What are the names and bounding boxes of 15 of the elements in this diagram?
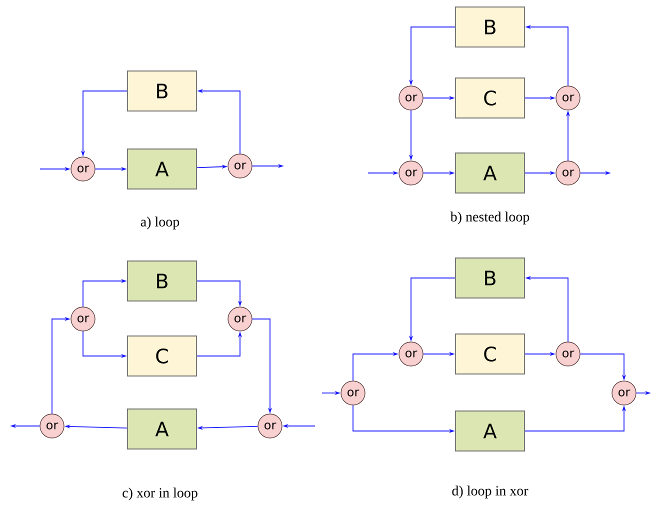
caption: a) loop — [140, 216, 180, 230]
caption: b) nested loop — [450, 212, 530, 224]
caption: c) xor in loop — [122, 488, 198, 500]
process-box: C — [127, 336, 197, 376]
process-box: C — [455, 334, 525, 374]
process-box: A — [127, 148, 197, 190]
process-box: B — [127, 70, 197, 112]
process-box: A — [127, 408, 197, 450]
process-box: B — [127, 260, 197, 302]
process-box: B — [455, 6, 525, 48]
process-box: B — [455, 258, 525, 298]
process-box: A — [455, 152, 525, 194]
process-box: A — [455, 410, 525, 452]
caption: d) loop in xor — [452, 486, 528, 498]
process-box: C — [455, 78, 525, 118]
